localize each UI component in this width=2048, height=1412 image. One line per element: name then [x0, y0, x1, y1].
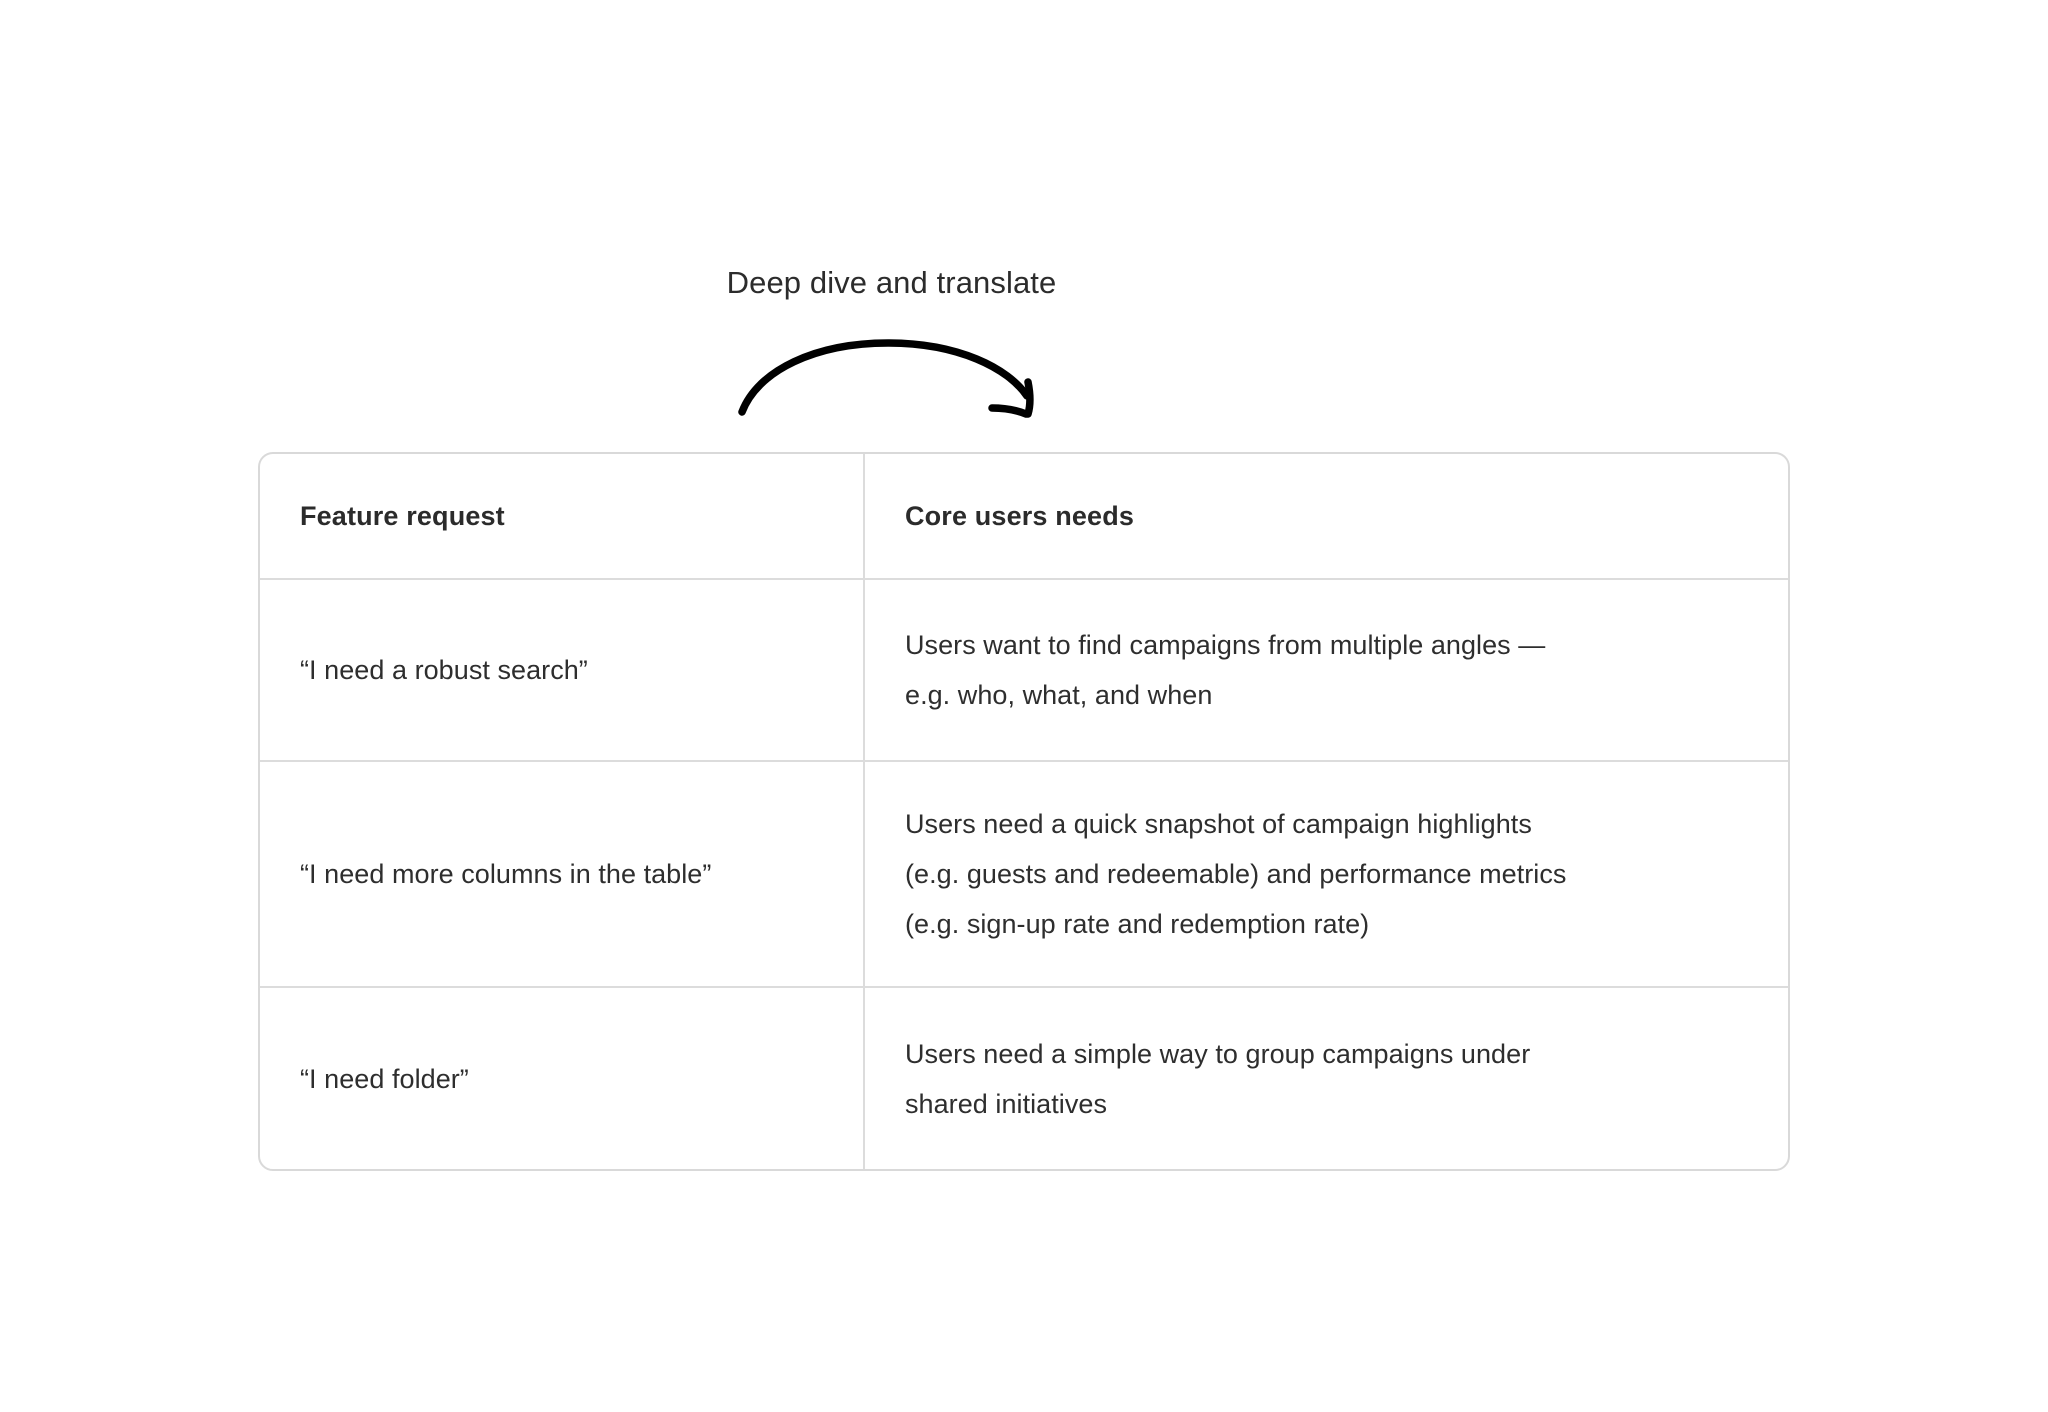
text-line: Users want to find campaigns from multip…: [905, 630, 1546, 660]
table-row: “I need a robust search” Users want to f…: [260, 580, 1788, 762]
core-users-needs-text: Users want to find campaigns from multip…: [905, 620, 1545, 720]
feature-request-table: Feature request Core users needs “I need…: [258, 452, 1790, 1171]
table-cell-feature-request: “I need a robust search”: [260, 580, 865, 760]
table-header-cell-core-users-needs: Core users needs: [865, 454, 1788, 578]
feature-request-text: “I need folder”: [300, 1063, 469, 1094]
core-users-needs-text: Users need a simple way to group campaig…: [905, 1029, 1530, 1129]
column-header-label: Feature request: [300, 501, 505, 531]
table-cell-core-users-needs: Users want to find campaigns from multip…: [865, 580, 1788, 760]
table-row: “I need more columns in the table” Users…: [260, 762, 1788, 988]
table-header-cell-feature-request: Feature request: [260, 454, 865, 578]
feature-request-text: “I need more columns in the table”: [300, 859, 712, 889]
core-users-needs-text: Users need a quick snapshot of campaign …: [905, 799, 1566, 949]
table-cell-feature-request: “I need more columns in the table”: [260, 762, 865, 986]
text-line: (e.g. sign-up rate and redemption rate): [905, 909, 1370, 939]
annotation-caption: Deep dive and translate: [726, 265, 1057, 300]
column-header-label: Core users needs: [905, 501, 1134, 531]
table-cell-core-users-needs: Users need a simple way to group campaig…: [865, 988, 1788, 1169]
table-cell-feature-request: “I need folder”: [260, 988, 865, 1169]
text-line: (e.g. guests and redeemable) and perform…: [905, 859, 1567, 889]
text-line: Users need a simple way to group campaig…: [905, 1038, 1531, 1069]
table-header-row: Feature request Core users needs: [260, 454, 1788, 580]
text-line: shared initiatives: [905, 1088, 1108, 1119]
text-line: e.g. who, what, and when: [905, 680, 1213, 710]
curved-arrow-down-right-icon: [720, 330, 1060, 440]
text-line: Users need a quick snapshot of campaign …: [905, 809, 1532, 839]
feature-request-text: “I need a robust search”: [300, 655, 588, 685]
table-cell-core-users-needs: Users need a quick snapshot of campaign …: [865, 762, 1788, 986]
table-row: “I need folder” Users need a simple way …: [260, 988, 1788, 1169]
